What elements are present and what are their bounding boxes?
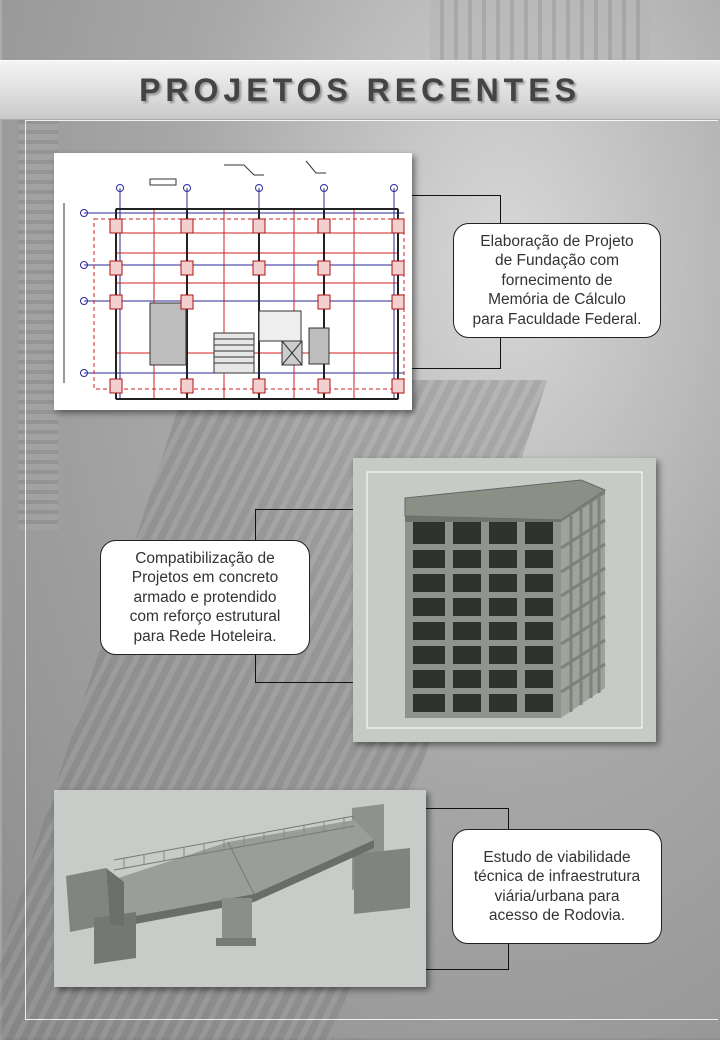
foundation-plan-drawing-icon: [54, 153, 412, 410]
project-caption-2: Compatibilização de Projetos em concreto…: [100, 540, 310, 655]
page-title: PROJETOS RECENTES: [139, 72, 581, 108]
project-caption-1: Elaboração de Projeto de Fundação com fo…: [453, 223, 661, 338]
caption-text-2: Compatibilização de Projetos em concreto…: [129, 549, 281, 645]
building-structure-image: [353, 458, 656, 742]
title-bar: PROJETOS RECENTES: [0, 60, 720, 120]
caption-text-3: Estudo de viabilidade técnica de infraes…: [473, 848, 641, 925]
building-structure-3d-icon: [353, 458, 656, 742]
background-building: [18, 110, 58, 530]
foundation-plan-image: [54, 153, 412, 410]
content-frame: [25, 120, 718, 1020]
background-building-top: [430, 0, 650, 60]
bridge-model-image: [54, 790, 426, 987]
project-caption-3: Estudo de viabilidade técnica de infraes…: [452, 829, 662, 944]
caption-text-1: Elaboração de Projeto de Fundação com fo…: [472, 232, 642, 328]
bridge-model-3d-icon: [54, 790, 426, 987]
